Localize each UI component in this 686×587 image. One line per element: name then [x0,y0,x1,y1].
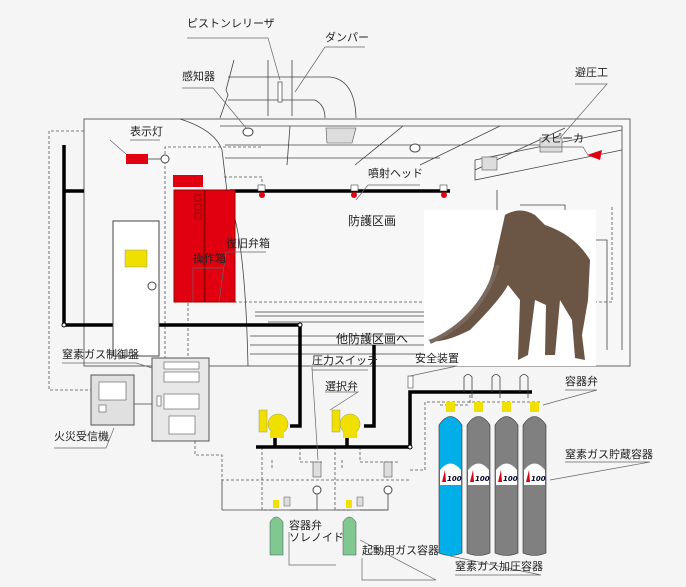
detector-icon [409,143,421,153]
cylinder-logo: 100 [503,475,518,483]
cylinder-logo: 100 [475,475,490,483]
labels: ピストンレリーザ ダンパー 感知器 避圧工 表示灯 スピーカ 噴射ヘッド 防護区… [54,17,653,573]
label-indicator-lamp: 表示灯 [130,124,163,138]
nitrogen-storage-cylinder: 100 [466,402,491,556]
pressure-switch-icon [312,461,322,478]
label-solenoid: ソレノイド [289,531,344,544]
nitrogen-control-panel[interactable] [151,357,210,442]
cylinder-logo: 100 [531,475,546,483]
signal-wiring [48,130,613,511]
fire-alarm-receiver[interactable] [90,374,135,426]
mammoth-skeleton-photo [424,210,596,366]
label-fire-receiver: 火災受信機 [54,429,109,443]
label-control-panel: 窒素ガス制御盤 [62,347,139,361]
label-container-valve: 容器弁 [565,374,598,388]
damper-icon [325,127,357,144]
label-to-other-areas: 他防護区画へ [336,331,408,346]
red-lamp [173,175,203,187]
nitrogen-storage-cylinder: 100 [522,402,547,556]
label-pressure-relief: 避圧工 [575,65,608,79]
piping [61,145,532,450]
starter-gas-cylinder [269,496,291,556]
label-piston-releaser: ピストンレリーザ [187,17,275,30]
label-safety-device: 安全装置 [415,351,459,365]
label-speaker: スピーカ [540,132,584,145]
safety-device-icon [407,375,414,389]
nitrogen-storage-cylinder: 100 [494,402,519,556]
piston-releaser-icon [277,81,283,103]
discharge-heads [257,184,448,198]
label-starter-gas-container: 起動用ガス容器 [362,543,439,557]
selector-valve [331,409,361,438]
starter-gas-cylinder [342,496,364,556]
label-container-valve: 容器弁 [289,518,322,532]
label-damper: ダンパー [325,30,369,44]
speaker-icon [587,150,602,160]
pressure-relief-vent-icon [539,137,563,153]
reset-valve-box [204,189,236,303]
duct [219,59,563,171]
label-operation-box: 操作箱 [193,251,226,265]
label-pressure-switch: 圧力スイッチ [312,354,378,367]
pressurized-nitrogen-cylinder: 100 [438,402,463,556]
indicator-lamp [126,154,148,164]
label-storage-container: 窒素ガス貯蔵容器 [565,447,653,461]
label-pressurized-container: 窒素ガス加圧容器 [455,559,543,573]
label-selector-valve: 選択弁 [325,379,358,393]
detector-icon [242,127,254,137]
pressure-switch-icon [383,461,393,478]
operation-box [173,189,205,303]
door-sign [124,249,148,268]
cylinder-logo: 100 [447,475,462,483]
leader-lines [54,37,651,581]
label-protected-area: 防護区画 [348,213,396,228]
label-detector: 感知器 [182,69,215,83]
label-reset-valve-box: 復旧弁箱 [226,236,270,250]
label-discharge-head: 噴射ヘッド [368,166,423,180]
selector-valve [258,409,289,438]
